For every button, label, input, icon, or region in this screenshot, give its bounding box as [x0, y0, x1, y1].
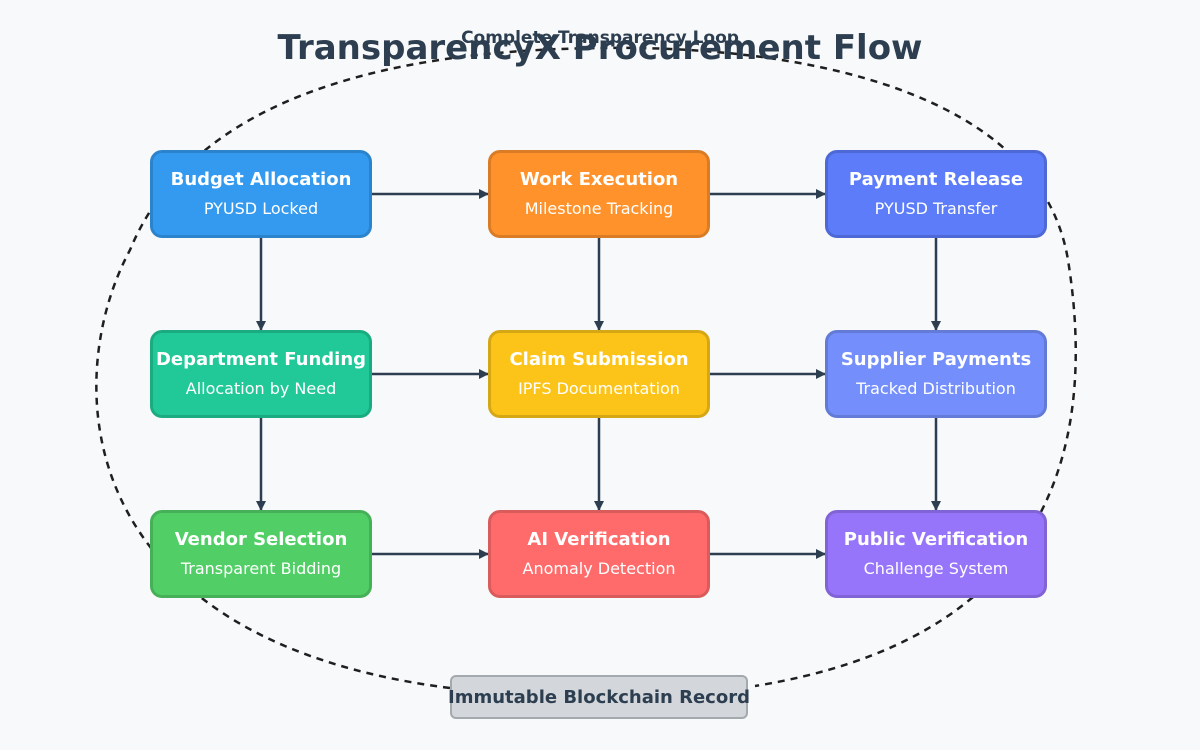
loop-label: Complete Transparency Loop — [461, 28, 739, 48]
node-subtitle: Allocation by Need — [185, 379, 337, 398]
node-ai-verification: AI Verification Anomaly Detection — [488, 510, 710, 598]
node-subtitle: Transparent Bidding — [180, 559, 342, 578]
node-title: Claim Submission — [509, 349, 689, 370]
node-budget-allocation: Budget Allocation PYUSD Locked — [150, 150, 372, 238]
node-claim-submission: Claim Submission IPFS Documentation — [488, 330, 710, 418]
node-subtitle: PYUSD Transfer — [874, 199, 998, 218]
node-subtitle: PYUSD Locked — [203, 199, 319, 218]
node-supplier-payments: Supplier Payments Tracked Distribution — [825, 330, 1047, 418]
node-subtitle: Milestone Tracking — [524, 199, 674, 218]
node-vendor-selection: Vendor Selection Transparent Bidding — [150, 510, 372, 598]
node-title: Payment Release — [848, 169, 1024, 190]
node-department-funding: Department Funding Allocation by Need — [150, 330, 372, 418]
blockchain-record-box: Immutable Blockchain Record — [448, 675, 750, 719]
node-work-execution: Work Execution Milestone Tracking — [488, 150, 710, 238]
node-title: Supplier Payments — [840, 349, 1032, 370]
node-subtitle: IPFS Documentation — [518, 379, 680, 398]
node-subtitle: Challenge System — [863, 559, 1009, 578]
node-title: Work Execution — [519, 169, 679, 190]
node-payment-release: Payment Release PYUSD Transfer — [825, 150, 1047, 238]
node-title: Vendor Selection — [174, 529, 348, 550]
node-title: AI Verification — [527, 529, 671, 550]
node-subtitle: Anomaly Detection — [522, 559, 676, 578]
node-title: Public Verification — [843, 529, 1029, 550]
node-subtitle: Tracked Distribution — [856, 379, 1016, 398]
transparency-loop-dashed-path — [95, 46, 1077, 690]
node-title: Budget Allocation — [170, 169, 352, 190]
node-title: Department Funding — [155, 349, 367, 370]
diagram-title: TransparencyX Procurement Flow — [277, 28, 923, 68]
node-public-verification: Public Verification Challenge System — [825, 510, 1047, 598]
